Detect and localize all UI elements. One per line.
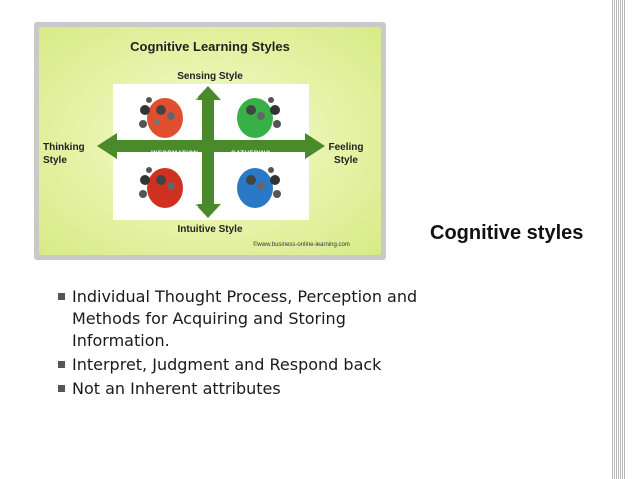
bullet-item: Individual Thought Process, Perception a…: [58, 286, 418, 352]
credit-text: ©www.business-online-learning.com: [253, 242, 350, 248]
bullet-item: Interpret, Judgment and Respond back: [58, 354, 418, 376]
bullet-item: Not an Inherent attributes: [58, 378, 418, 400]
bullet-square-icon: [58, 361, 65, 368]
diagram-image: Cognitive Learning Styles Sensing Style: [34, 22, 386, 260]
information-vertical-label: INFORMATION: [194, 165, 200, 212]
diagram-canvas: Cognitive Learning Styles Sensing Style: [39, 27, 381, 255]
feeling-style-text: Feeling Style: [315, 141, 377, 167]
bullet-list: Individual Thought Process, Perception a…: [58, 286, 418, 402]
evaluation-label: EVALUATION: [194, 96, 200, 139]
slide-title: Cognitive styles: [430, 222, 583, 245]
bullet-text: Not an Inherent attributes: [72, 379, 281, 398]
bullet-square-icon: [58, 385, 65, 392]
feeling-style-label: Feeling Style: [315, 141, 377, 167]
bullet-text: Individual Thought Process, Perception a…: [72, 287, 417, 350]
bullet-square-icon: [58, 293, 65, 300]
intuitive-style-label: Intuitive Style: [39, 224, 381, 235]
thinking-style-text: Thinking Style: [43, 141, 103, 167]
decorative-stripe: [612, 0, 626, 479]
gathering-label: GATHERING: [231, 151, 271, 157]
information-label: INFORMATION: [151, 151, 198, 157]
bullet-text: Interpret, Judgment and Respond back: [72, 355, 381, 374]
thinking-style-label: Thinking Style: [43, 141, 103, 167]
